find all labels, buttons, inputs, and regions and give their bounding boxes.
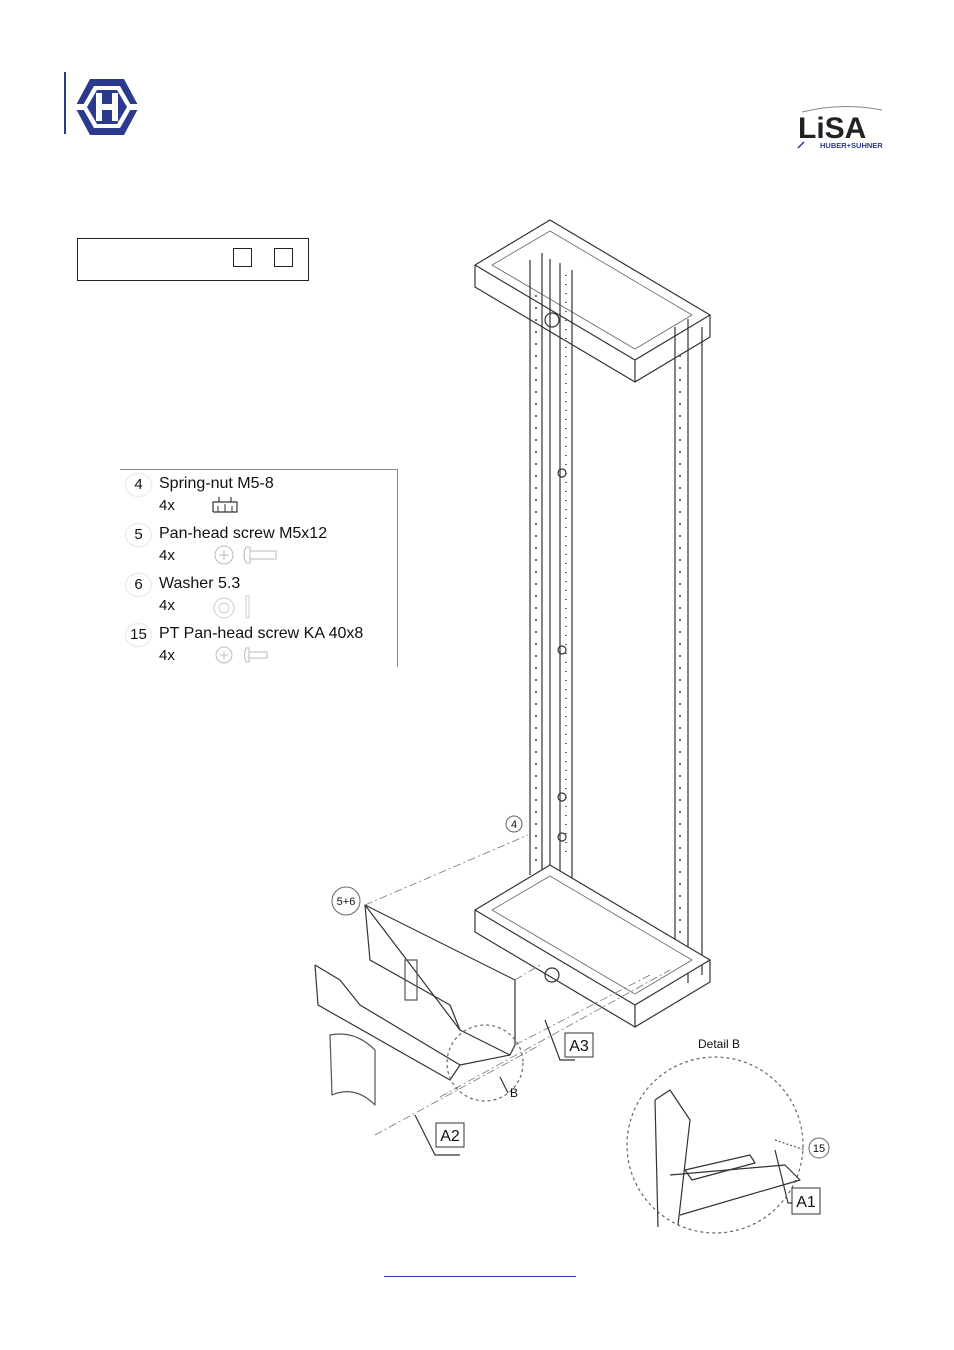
part-quantity: 4x bbox=[159, 647, 175, 664]
part-quantity: 4x bbox=[159, 597, 175, 614]
callout-4: 4 bbox=[511, 819, 517, 831]
footer-link[interactable] bbox=[384, 1276, 576, 1277]
washer-icon bbox=[210, 594, 260, 625]
header-accent-bar bbox=[64, 72, 66, 134]
part-name: Pan-head screw M5x12 bbox=[159, 525, 328, 542]
part-number: 4 bbox=[126, 474, 151, 496]
part-item-6: 6 Washer 5.3 4x bbox=[120, 570, 396, 620]
part-name: PT Pan-head screw KA 40x8 bbox=[159, 625, 364, 642]
spring-nut-icon bbox=[210, 494, 240, 521]
parts-list: 4 Spring-nut M5-8 4x 5 Pan-head screw M5… bbox=[120, 469, 398, 667]
lisa-logo: LiSA HUBER+SUHNER bbox=[796, 104, 888, 157]
huber-suhner-logo-icon bbox=[74, 78, 140, 141]
lisa-logo-subtext: HUBER+SUHNER bbox=[820, 141, 883, 150]
part-number: 6 bbox=[126, 574, 151, 596]
callout-5-6: 5+6 bbox=[337, 896, 356, 908]
part-item-15: 15 PT Pan-head screw KA 40x8 4x bbox=[120, 620, 396, 670]
checklist-frame bbox=[77, 238, 309, 281]
check-box-1[interactable] bbox=[233, 248, 252, 267]
label-a2: A2 bbox=[440, 1128, 460, 1145]
label-a3: A3 bbox=[569, 1038, 589, 1055]
part-name: Washer 5.3 bbox=[159, 575, 241, 592]
label-a1: A1 bbox=[796, 1194, 816, 1211]
pan-head-screw-icon bbox=[210, 544, 280, 571]
pt-screw-icon bbox=[210, 644, 272, 671]
rack-assembly-drawing: 4 5+6 15 A3 A2 A1 B Detail B bbox=[310, 215, 840, 1250]
part-number: 15 bbox=[126, 624, 151, 646]
detail-b-title: Detail B bbox=[698, 1037, 740, 1051]
check-box-2[interactable] bbox=[274, 248, 293, 267]
part-name: Spring-nut M5-8 bbox=[159, 475, 274, 492]
part-item-5: 5 Pan-head screw M5x12 4x bbox=[120, 520, 396, 570]
part-item-4: 4 Spring-nut M5-8 4x bbox=[120, 470, 396, 520]
callout-15: 15 bbox=[813, 1143, 825, 1155]
label-b: B bbox=[510, 1086, 518, 1100]
part-quantity: 4x bbox=[159, 547, 175, 564]
part-number: 5 bbox=[126, 524, 151, 546]
part-quantity: 4x bbox=[159, 497, 175, 514]
lisa-logo-text: LiSA bbox=[798, 112, 866, 145]
